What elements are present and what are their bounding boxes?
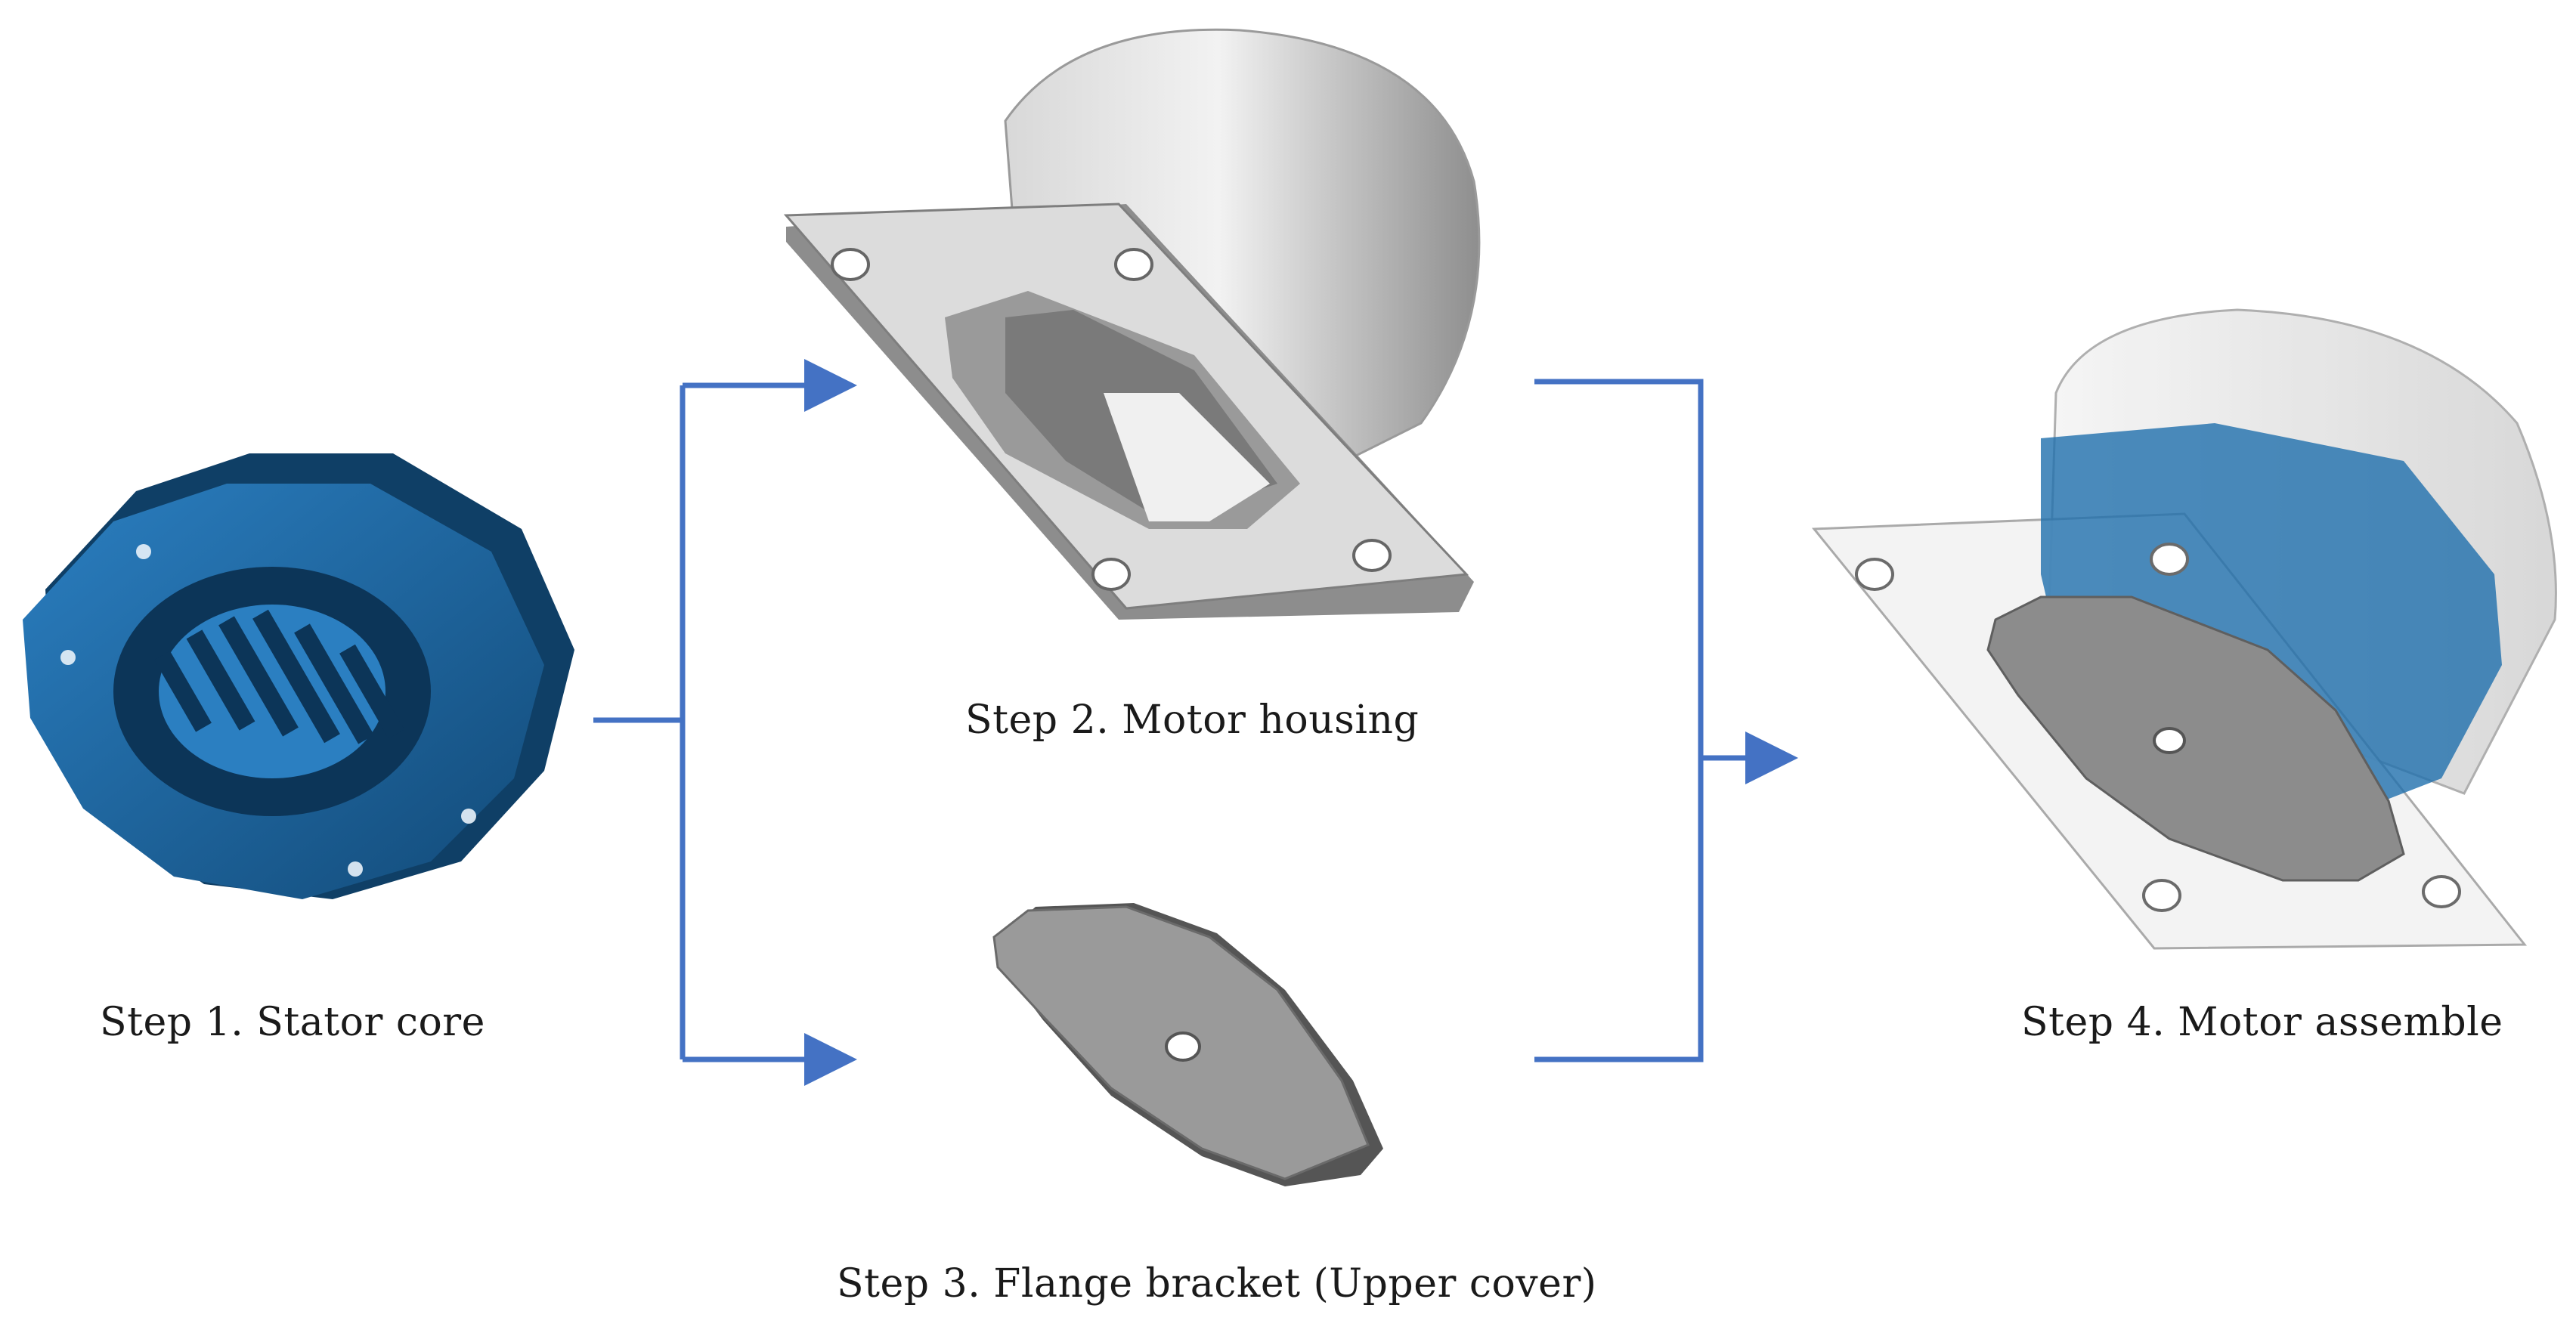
flow-arrows	[593, 359, 1798, 1086]
arrow-step2-merge	[1534, 379, 1704, 1062]
motor-housing-illustration	[783, 28, 1481, 620]
step-3-label: Step 3. Flange bracket (Upper cover)	[837, 1261, 1597, 1307]
flange-bracket-illustration	[992, 903, 1383, 1186]
step-2-label: Step 2. Motor housing	[965, 697, 1419, 743]
step-4-label: Step 4. Motor assemble	[2021, 1000, 2503, 1045]
step-1-label: Step 1. Stator core	[100, 1000, 485, 1045]
motor-assemble-illustration	[1811, 308, 2557, 950]
stator-core-illustration	[23, 453, 574, 899]
